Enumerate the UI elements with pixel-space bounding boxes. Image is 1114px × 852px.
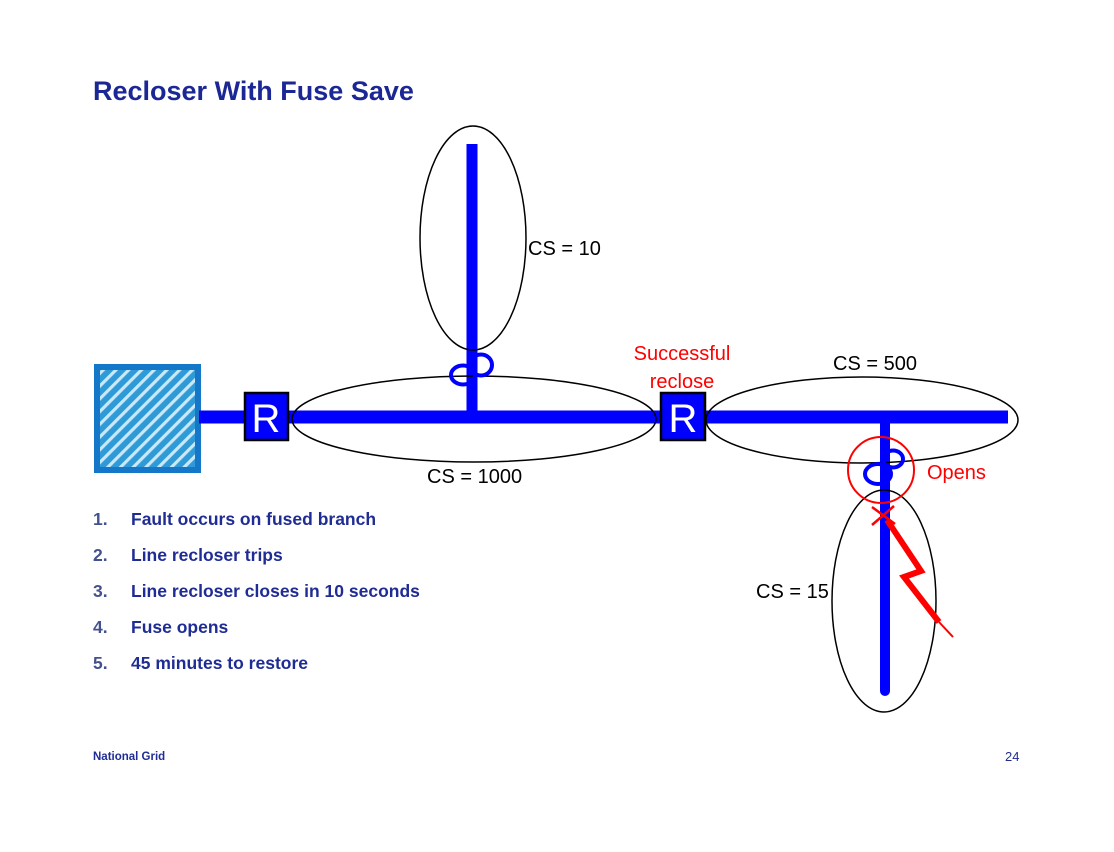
steps-list: 1. Fault occurs on fused branch 2. Line …: [93, 509, 420, 689]
footer-brand: National Grid: [93, 751, 166, 763]
recloser-1-box: [243, 391, 290, 442]
list-item: 2. Line recloser trips: [93, 545, 420, 581]
cs-15-label: CS = 15: [756, 581, 829, 603]
step-number: 5.: [93, 653, 108, 673]
list-item: 1. Fault occurs on fused branch: [93, 509, 420, 545]
step-number: 1.: [93, 509, 108, 529]
step-text: Line recloser closes in 10 seconds: [131, 581, 420, 601]
cs-500-label: CS = 500: [833, 353, 917, 375]
list-item: 5. 45 minutes to restore: [93, 653, 420, 689]
page-number: 24: [1005, 749, 1020, 764]
slide-title: Recloser With Fuse Save: [93, 76, 414, 106]
cs-10-label: CS = 10: [528, 238, 601, 260]
successful-reclose-line1: Successful: [633, 343, 731, 365]
recloser-1-label: R: [252, 397, 281, 441]
fuse-symbol-top-icon: [449, 352, 494, 387]
step-text: Fuse opens: [131, 617, 229, 637]
fuse-open-highlight-circle: [847, 436, 915, 504]
step-number: 2.: [93, 545, 108, 565]
zone-ellipse-bottom: [831, 489, 937, 713]
list-item: 3. Line recloser closes in 10 seconds: [93, 581, 420, 617]
fuse-symbol-bottom-icon: [863, 448, 905, 486]
step-text: Fault occurs on fused branch: [131, 509, 377, 529]
substation-square: [94, 364, 201, 473]
zone-ellipse-top: [419, 125, 527, 351]
successful-reclose-label: Successful reclose: [602, 340, 762, 396]
step-text: 45 minutes to restore: [131, 653, 308, 673]
recloser-2-box: [659, 391, 707, 442]
step-text: Line recloser trips: [131, 545, 283, 565]
cs-1000-label: CS = 1000: [427, 466, 523, 488]
step-number: 3.: [93, 581, 108, 601]
recloser-2-label: R: [669, 397, 698, 441]
opens-label: Opens: [927, 462, 986, 484]
lightning-bolt-icon: [884, 518, 954, 638]
step-number: 4.: [93, 617, 108, 637]
successful-reclose-line2: reclose: [649, 371, 715, 393]
list-item: 4. Fuse opens: [93, 617, 420, 653]
